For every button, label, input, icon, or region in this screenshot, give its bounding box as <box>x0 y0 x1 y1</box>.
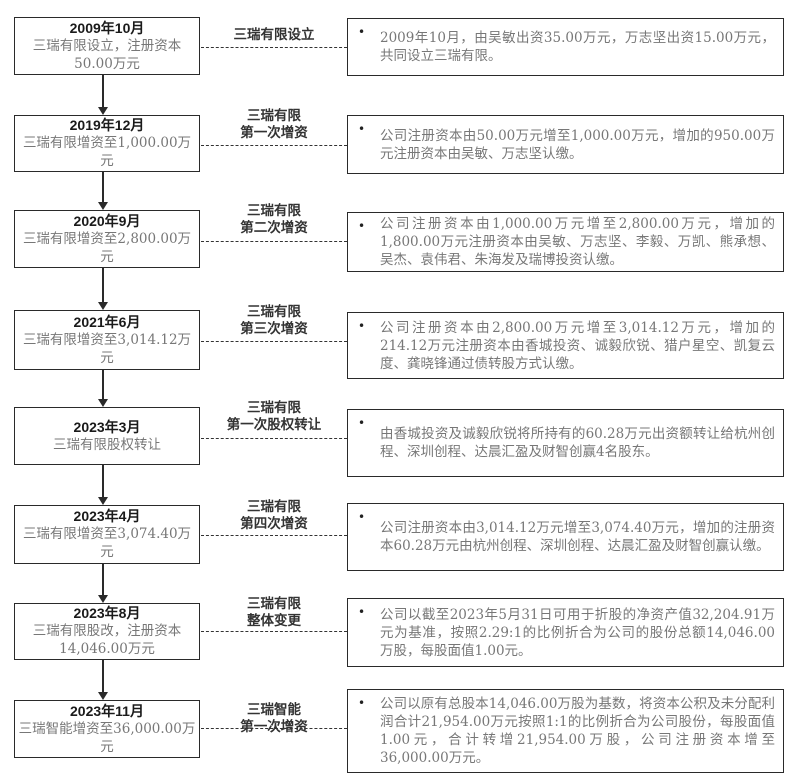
stage-summary: 三瑞有限增资至3,014.12万元 <box>22 331 192 366</box>
arrow-down-icon <box>98 692 108 700</box>
event-label: 三瑞有限 第一次增资 <box>240 108 308 141</box>
dashed-connector <box>201 438 347 439</box>
detail-box: • 公司以原有总股本14,046.00万股为基数，将资本公积及未分配利润合计21… <box>347 689 784 773</box>
detail-text: 公司注册资本由2,800.00万元增至3,014.12万元，增加的214.12万… <box>380 319 775 372</box>
detail-box: • 公司注册资本由3,014.12万元增至3,074.40万元，增加的注册资本6… <box>347 503 784 571</box>
detail-box: • 公司注册资本由50.00万元增至1,000.00万元，增加的950.00万元… <box>347 115 784 174</box>
stage-summary: 三瑞有限设立，注册资本50.00万元 <box>32 37 182 72</box>
event-label: 三瑞有限 第三次增资 <box>240 304 308 337</box>
arrow-down-icon <box>98 399 108 407</box>
detail-text: 公司注册资本由3,014.12万元增至3,074.40万元，增加的注册资本60.… <box>380 520 775 554</box>
detail-text: 公司以截至2023年5月31日可用于折股的净资产值32,204.91万元为基准，… <box>380 606 775 659</box>
stage-summary: 三瑞有限增资至3,074.40万元 <box>22 526 192 560</box>
timeline-connector <box>102 370 104 399</box>
bullet-icon: • <box>358 416 366 430</box>
event-label: 三瑞有限设立 <box>233 27 315 43</box>
stage-box: 2021年6月 三瑞有限增资至3,014.12万元 <box>14 310 200 370</box>
stage-box: 2023年4月 三瑞有限增资至3,074.40万元 <box>14 505 200 564</box>
detail-box: • 公司以截至2023年5月31日可用于折股的净资产值32,204.91万元为基… <box>347 598 784 667</box>
bullet-icon: • <box>358 25 366 39</box>
stage-date: 2009年10月 <box>69 19 145 36</box>
dashed-connector <box>201 47 347 48</box>
detail-box: • 由香城投资及诚毅欣锐将所持有的60.28万元出资额转让给杭州创程、深圳创程、… <box>347 409 784 477</box>
timeline-connector <box>102 660 104 692</box>
event-label: 三瑞有限 第二次增资 <box>240 203 308 236</box>
detail-box: • 2009年10月，由吴敏出资35.00万元，万志坚出资15.00万元，共同设… <box>347 18 784 76</box>
bullet-icon: • <box>358 510 366 524</box>
event-label: 三瑞智能 第一次增资 <box>240 702 308 735</box>
dashed-connector <box>201 145 347 146</box>
stage-date: 2023年3月 <box>73 418 141 435</box>
arrow-down-icon <box>98 107 108 115</box>
stage-box: 2023年3月 三瑞有限股权转让 <box>14 407 200 465</box>
dashed-connector <box>201 728 347 729</box>
bullet-icon: • <box>358 219 366 233</box>
arrow-down-icon <box>98 302 108 310</box>
dashed-connector <box>201 535 347 536</box>
event-label: 三瑞有限 第一次股权转让 <box>226 400 322 433</box>
stage-box: 2023年8月 三瑞有限股改，注册资本14,046.00万元 <box>14 603 200 660</box>
event-label: 三瑞有限 第四次增资 <box>240 499 308 532</box>
stage-box: 2009年10月 三瑞有限设立，注册资本50.00万元 <box>14 17 200 75</box>
stage-summary: 三瑞有限股权转让 <box>53 436 161 453</box>
stage-date: 2023年11月 <box>70 702 144 719</box>
stage-box: 2020年9月 三瑞有限增资至2,800.00万元 <box>14 210 200 268</box>
arrow-down-icon <box>98 202 108 210</box>
stage-summary: 三瑞有限增资至1,000.00万元 <box>22 135 192 169</box>
timeline-connector <box>102 564 104 595</box>
stage-date: 2023年4月 <box>73 508 141 524</box>
bullet-icon: • <box>358 122 366 136</box>
detail-text: 2009年10月，由吴敏出资35.00万元，万志坚出资15.00万元，共同设立三… <box>380 30 775 64</box>
bullet-icon: • <box>358 605 366 619</box>
timeline-connector <box>102 465 104 497</box>
dashed-connector <box>201 241 347 242</box>
stage-date: 2021年6月 <box>73 313 141 330</box>
detail-text: 公司注册资本由50.00万元增至1,000.00万元，增加的950.00万元注册… <box>380 127 775 162</box>
dashed-connector <box>201 631 347 632</box>
arrow-down-icon <box>98 497 108 505</box>
stage-box: 2019年12月 三瑞有限增资至1,000.00万元 <box>14 115 200 172</box>
event-label: 三瑞有限 整体变更 <box>247 596 301 629</box>
detail-box: • 公司注册资本由1,000.00万元增至2,800.00万元，增加的1,800… <box>347 212 784 272</box>
stage-date: 2020年9月 <box>73 212 141 229</box>
timeline-connector <box>102 75 104 107</box>
detail-box: • 公司注册资本由2,800.00万元增至3,014.12万元，增加的214.1… <box>347 312 784 379</box>
stage-summary: 三瑞有限股改，注册资本14,046.00万元 <box>32 623 182 657</box>
detail-text: 公司注册资本由1,000.00万元增至2,800.00万元，增加的1,800.0… <box>380 216 775 268</box>
stage-summary: 三瑞有限增资至2,800.00万元 <box>22 230 192 265</box>
stage-date: 2023年8月 <box>73 605 141 621</box>
detail-text: 公司以原有总股本14,046.00万股为基数，将资本公积及未分配利润合计21,9… <box>380 696 775 766</box>
timeline-connector <box>102 268 104 302</box>
arrow-down-icon <box>98 595 108 603</box>
timeline-connector <box>102 172 104 202</box>
detail-text: 由香城投资及诚毅欣锐将所持有的60.28万元出资额转让给杭州创程、深圳创程、达晨… <box>380 426 775 460</box>
bullet-icon: • <box>358 319 366 333</box>
stage-box: 2023年11月 三瑞智能增资至36,000.00万元 <box>14 700 200 758</box>
dashed-connector <box>201 341 347 342</box>
bullet-icon: • <box>358 696 366 710</box>
stage-date: 2019年12月 <box>69 117 145 133</box>
stage-summary: 三瑞智能增资至36,000.00万元 <box>18 720 196 755</box>
